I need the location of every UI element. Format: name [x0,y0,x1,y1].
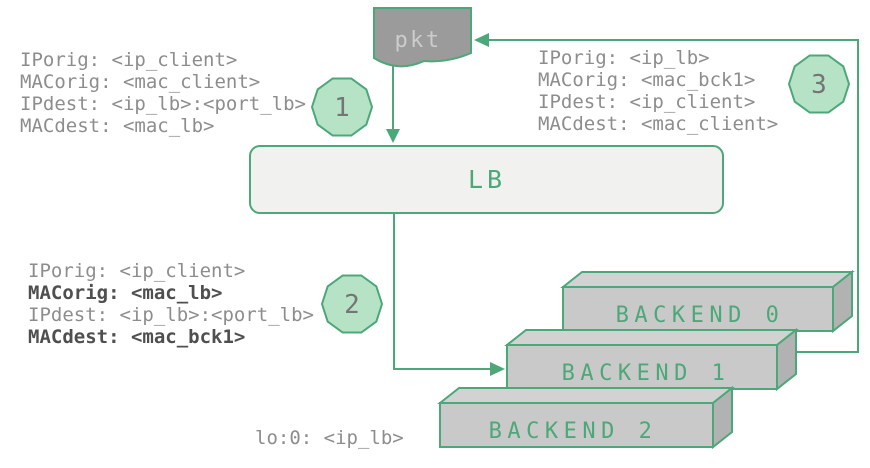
step1-line-ipdest: IPdest: <ip_lb>:<port_lb> [20,93,306,115]
step2-line-macorig: MACorig: <mac_lb> [28,282,222,304]
badge-step1-number: 1 [334,93,350,123]
lb-box [249,145,724,214]
step2-line-macdest: MACdest: <mac_bck1> [28,326,245,348]
pkt-node: pkt [373,7,472,68]
arrow-step2-head-icon [490,362,505,376]
arrow-step1-client-to-lb [386,64,400,143]
step3-line-iporig: IPorig: <ip_lb> [538,47,710,69]
step3-line-macorig: MACorig: <mac_bck1> [538,69,755,91]
step2-line-ipdest: IPdest: <ip_lb>:<port_lb> [28,304,314,326]
backend-2-node: BACKEND 2 [437,385,735,450]
backend-0-top-face [560,271,855,288]
packet-fields-step2: IPorig: <ip_client> MACorig: <mac_lb> IP… [28,260,314,348]
packet-fields-step1: IPorig: <ip_client> MACorig: <mac_client… [20,49,306,137]
backend-1-label: BACKEND 1 [562,361,731,386]
badge-step1-decagon-icon [310,77,374,137]
arrow-step3-backend1-to-pkt [474,33,859,353]
pkt-label: pkt [395,28,442,53]
arrow-step2-line [393,213,491,370]
badge-step3-decagon-icon [787,54,851,114]
backend-0-label: BACKEND 0 [616,303,785,328]
step3-line-ipdest: IPdest: <ip_client> [538,91,755,113]
arrow-step3-head-icon [474,33,489,47]
step1-line-macorig: MACorig: <mac_client> [20,71,260,93]
pkt-box [373,7,472,68]
lb-label: LB [468,165,506,194]
backend-0-node: BACKEND 0 [560,269,855,334]
badge-step3: 3 [787,54,851,114]
backend-1-node: BACKEND 1 [504,327,799,392]
packet-fields-step3: IPorig: <ip_lb> MACorig: <mac_bck1> IPde… [538,47,778,135]
lb-node: LB [249,145,724,214]
arrow-step3-line [489,39,859,353]
backend-2-label: BACKEND 2 [489,419,658,444]
badge-step1: 1 [310,77,374,137]
badge-step2: 2 [320,274,384,334]
arrow-step1-head-icon [386,129,400,143]
backend-1-top-face [504,329,799,346]
loopback-label: lo:0: <ip_lb> [255,427,404,449]
backend-2-top-face [437,387,735,404]
arrow-step2-lb-to-backend1 [393,213,505,376]
step2-line-iporig: IPorig: <ip_client> [28,260,245,282]
badge-step2-decagon-icon [320,274,384,334]
backend-2-box [439,402,714,448]
step1-line-iporig: IPorig: <ip_client> [20,49,237,71]
backend-0-box [562,286,834,332]
step3-line-macdest: MACdest: <mac_client> [538,113,778,135]
badge-step3-number: 3 [811,70,827,100]
badge-step2-number: 2 [344,290,360,320]
step1-line-macdest: MACdest: <mac_lb> [20,115,214,137]
